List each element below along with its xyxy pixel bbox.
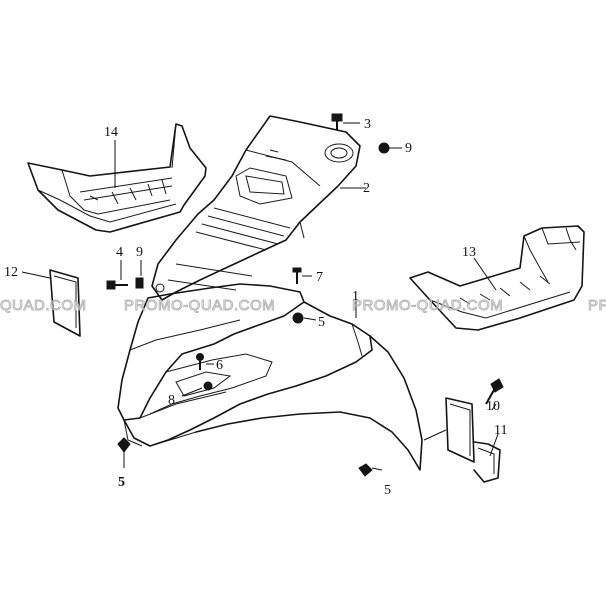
right-mudflap-part	[445, 397, 501, 483]
left-mudflap-part	[49, 269, 81, 337]
hardware-bolts	[106, 113, 504, 477]
callout-2: 2	[363, 181, 370, 196]
callout-1: 1	[352, 289, 359, 304]
callout-11: 11	[494, 423, 507, 438]
callout-6: 6	[216, 358, 223, 373]
callout-12: 12	[4, 265, 18, 280]
front-top-cover-part	[151, 115, 361, 301]
callout-14: 14	[104, 125, 118, 140]
callout-4: 4	[116, 245, 123, 260]
callout-8: 8	[168, 393, 175, 408]
left-footrest-part	[27, 123, 207, 233]
watermark-layer: QUAD.COM PROMO-QUAD.COM PROMO-QUAD.COM P…	[0, 297, 606, 315]
callout-10: 10	[486, 399, 500, 414]
callout-3: 3	[364, 117, 371, 132]
callout-5-bottom-left: 5	[118, 475, 125, 490]
watermark-right: PROMO-QUAD.COM	[352, 297, 503, 314]
right-footrest-part	[409, 225, 585, 331]
callout-5-bottom-right: 5	[384, 483, 391, 498]
callout-labels: 1 2 3 4 5 5 5 6 7 8 9 9 10 11 12 13 14	[4, 117, 507, 498]
leader-lines	[21, 122, 499, 471]
watermark-center: PROMO-QUAD.COM	[124, 297, 275, 314]
front-fender-part	[117, 283, 423, 471]
callout-13: 13	[462, 245, 476, 260]
callout-9-left: 9	[136, 245, 143, 260]
watermark-right-edge: PF	[588, 297, 606, 314]
callout-7: 7	[316, 270, 323, 285]
watermark-left: QUAD.COM	[0, 297, 87, 314]
callout-5-right: 5	[318, 315, 325, 330]
callout-9-top: 9	[405, 141, 412, 156]
